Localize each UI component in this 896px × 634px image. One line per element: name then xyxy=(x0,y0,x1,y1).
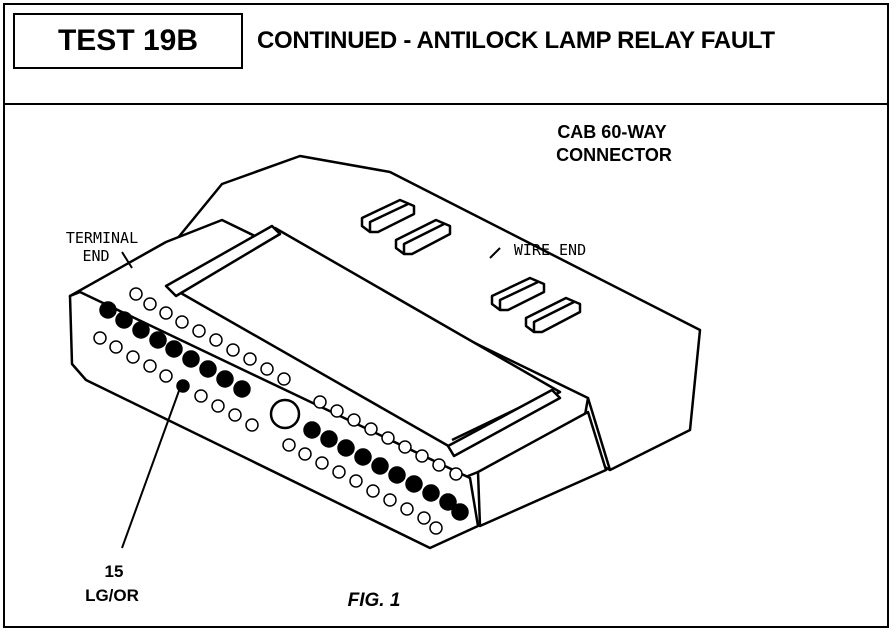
pin xyxy=(129,287,143,301)
pin xyxy=(313,395,327,409)
pin xyxy=(282,438,296,452)
figure-caption: FIG. 1 xyxy=(348,590,401,611)
header: TEST 19B CONTINUED - ANTILOCK LAMP RELAY… xyxy=(5,5,887,105)
pin xyxy=(439,493,457,511)
pin xyxy=(347,413,361,427)
pin xyxy=(228,408,242,422)
pin xyxy=(216,370,234,388)
pin xyxy=(400,502,414,516)
pin xyxy=(245,418,259,432)
pin xyxy=(337,439,355,457)
pin xyxy=(364,422,378,436)
pin xyxy=(149,331,167,349)
pin xyxy=(330,404,344,418)
pin xyxy=(159,306,173,320)
pin xyxy=(109,340,123,354)
pin xyxy=(432,458,446,472)
pin xyxy=(371,457,389,475)
terminal-end-leader xyxy=(121,251,133,269)
pin xyxy=(277,372,291,386)
pin xyxy=(298,447,312,461)
pin xyxy=(93,331,107,345)
pin xyxy=(388,466,406,484)
pin xyxy=(451,503,469,521)
pin xyxy=(165,340,183,358)
pin xyxy=(260,362,274,376)
pin-callout-color: LG/OR xyxy=(85,586,139,605)
pin xyxy=(417,511,431,525)
pin-block-right xyxy=(282,395,469,535)
pin xyxy=(199,360,217,378)
pin xyxy=(366,484,380,498)
terminal-end-label-line1: TERMINAL xyxy=(66,229,138,247)
terminal-end-label-line2: END xyxy=(82,247,109,265)
pin xyxy=(194,389,208,403)
figure-frame: TEST 19B CONTINUED - ANTILOCK LAMP RELAY… xyxy=(3,3,889,628)
test-label: TEST 19B xyxy=(13,13,243,69)
pin xyxy=(303,421,321,439)
center-key xyxy=(269,398,301,430)
pin xyxy=(143,359,157,373)
pin-callout-number: 15 xyxy=(105,562,124,581)
pin xyxy=(132,321,150,339)
pin xyxy=(211,399,225,413)
pin xyxy=(99,301,117,319)
pin xyxy=(115,311,133,329)
page-title: CONTINUED - ANTILOCK LAMP RELAY FAULT xyxy=(257,27,775,54)
pin xyxy=(354,448,372,466)
rail-right xyxy=(446,388,562,458)
pin xyxy=(243,352,257,366)
pin xyxy=(320,430,338,448)
pin xyxy=(233,380,251,398)
pin xyxy=(126,350,140,364)
pin xyxy=(182,350,200,368)
pin xyxy=(422,484,440,502)
connector-name-line1: CAB 60-WAY xyxy=(557,122,666,142)
pin xyxy=(415,449,429,463)
pin xyxy=(449,467,463,481)
pin xyxy=(383,493,397,507)
pin xyxy=(429,521,443,535)
pin xyxy=(381,431,395,445)
connector-name-line2: CONNECTOR xyxy=(556,145,672,165)
wire-end-label: WIRE END xyxy=(514,241,586,259)
rail-left xyxy=(164,224,282,298)
wire-end-leader xyxy=(489,247,501,259)
pin-15-leader xyxy=(121,387,181,549)
pin xyxy=(192,324,206,338)
pin xyxy=(175,315,189,329)
pin xyxy=(405,475,423,493)
pin xyxy=(349,474,363,488)
pin xyxy=(332,465,346,479)
pin xyxy=(398,440,412,454)
pin xyxy=(159,369,173,383)
pin xyxy=(143,297,157,311)
pin xyxy=(226,343,240,357)
pin xyxy=(209,333,223,347)
pin-block-left xyxy=(93,287,291,432)
pin xyxy=(315,456,329,470)
